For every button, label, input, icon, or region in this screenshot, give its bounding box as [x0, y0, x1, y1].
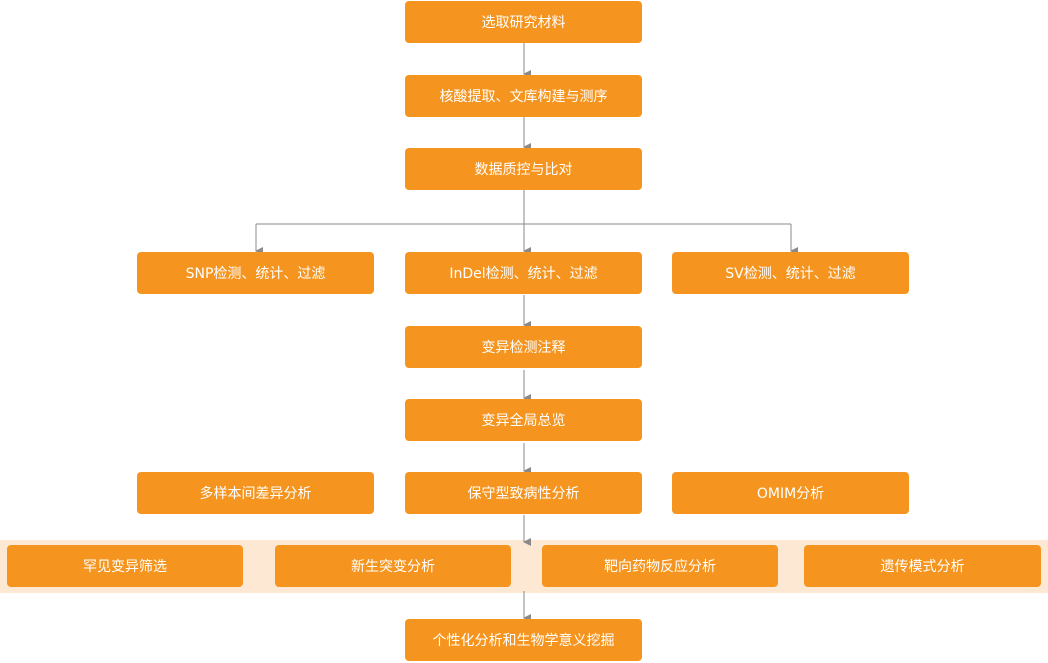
node-personalized: 个性化分析和生物学意义挖掘: [405, 619, 642, 661]
node-label: OMIM分析: [756, 486, 825, 502]
node-inheritance: 遗传模式分析: [804, 545, 1041, 587]
node-label: SNP检测、统计、过滤: [185, 266, 326, 282]
node-rare-variant: 罕见变异筛选: [7, 545, 243, 587]
node-de-novo: 新生突变分析: [275, 545, 511, 587]
node-qc-alignment: 数据质控与比对: [405, 148, 642, 190]
node-variant-annotation: 变异检测注释: [405, 326, 642, 368]
node-indel: InDel检测、统计、过滤: [405, 252, 642, 294]
node-label: 选取研究材料: [481, 15, 566, 31]
node-label: 多样本间差异分析: [199, 486, 312, 502]
node-conserved-pathogenic: 保守型致病性分析: [405, 472, 642, 514]
node-label: 新生突变分析: [351, 559, 435, 575]
node-drug-target: 靶向药物反应分析: [542, 545, 778, 587]
node-label: SV检测、统计、过滤: [725, 266, 856, 282]
node-label: 遗传模式分析: [880, 559, 965, 575]
node-label: 个性化分析和生物学意义挖掘: [432, 633, 615, 649]
node-label: 靶向药物反应分析: [604, 559, 716, 575]
node-label: 保守型致病性分析: [467, 486, 580, 502]
node-select-material: 选取研究材料: [405, 1, 642, 43]
node-label: 罕见变异筛选: [83, 559, 167, 575]
node-variant-overview: 变异全局总览: [405, 399, 642, 441]
node-label: 核酸提取、文库构建与测序: [439, 89, 608, 105]
node-extraction-library: 核酸提取、文库构建与测序: [405, 75, 642, 117]
node-label: 变异检测注释: [481, 340, 566, 356]
node-omim: OMIM分析: [672, 472, 909, 514]
node-label: 数据质控与比对: [474, 162, 573, 178]
node-snp: SNP检测、统计、过滤: [137, 252, 374, 294]
node-label: 变异全局总览: [481, 413, 566, 429]
node-sv: SV检测、统计、过滤: [672, 252, 909, 294]
node-label: InDel检测、统计、过滤: [449, 266, 598, 282]
node-multi-sample-diff: 多样本间差异分析: [137, 472, 374, 514]
